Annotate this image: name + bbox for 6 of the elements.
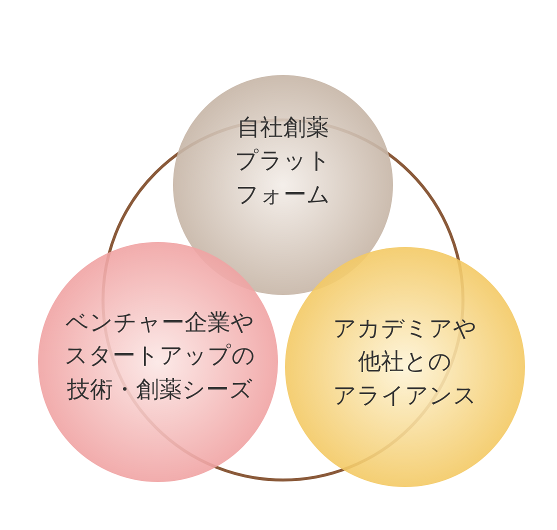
- circle: [285, 247, 525, 487]
- circle: [38, 242, 278, 482]
- circle-label: ベンチャー企業やスタートアップの技術・創薬シーズ: [64, 308, 256, 405]
- circle-label: 自社創薬プラットフォーム: [235, 114, 331, 210]
- circle: [173, 75, 393, 295]
- circle-label: アカデミアや他社とのアライアンス: [333, 314, 477, 411]
